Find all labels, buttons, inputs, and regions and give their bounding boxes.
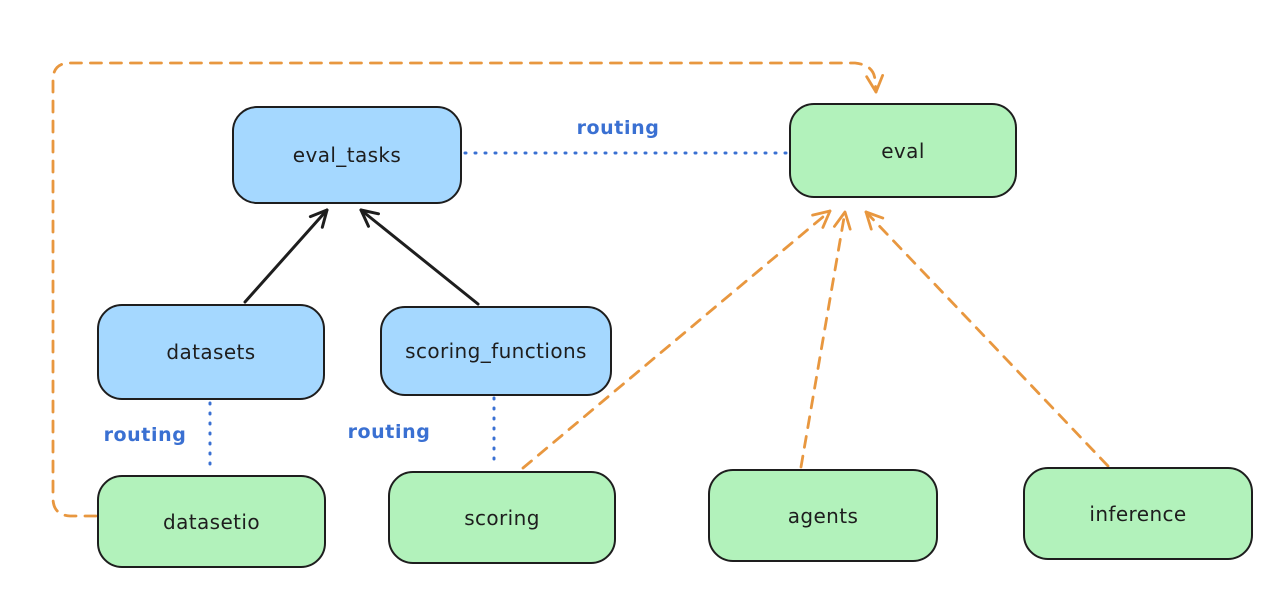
node-eval-tasks: eval_tasks — [232, 106, 462, 204]
edge-inference-to-eval — [864, 210, 1110, 468]
edge-label-routing-datasetio: routing — [103, 424, 187, 446]
edge-scoring-functions-to-eval-tasks — [359, 208, 480, 306]
node-scoring-functions: scoring_functions — [380, 306, 612, 396]
edge-agents-to-eval — [799, 210, 852, 469]
node-eval: eval — [789, 103, 1017, 198]
node-scoring: scoring — [388, 471, 616, 564]
edge-datasetio-to-eval — [51, 61, 885, 518]
node-datasets: datasets — [97, 304, 325, 400]
node-label: datasetio — [162, 509, 260, 534]
edge-label-routing-top: routing — [576, 117, 660, 139]
node-label: scoring_functions — [405, 339, 587, 363]
node-label: eval — [881, 138, 925, 163]
node-label: inference — [1089, 501, 1187, 526]
edge-datasets-to-eval-tasks — [243, 208, 329, 304]
node-label: eval_tasks — [292, 143, 402, 167]
edge-label-routing-scoring: routing — [347, 421, 431, 443]
edge-scoring-to-eval — [521, 209, 832, 470]
node-agents: agents — [708, 469, 938, 562]
node-inference: inference — [1023, 467, 1253, 560]
node-label: datasets — [166, 340, 256, 364]
node-label: scoring — [464, 505, 540, 530]
node-label: agents — [787, 503, 859, 528]
node-datasetio: datasetio — [97, 475, 326, 568]
